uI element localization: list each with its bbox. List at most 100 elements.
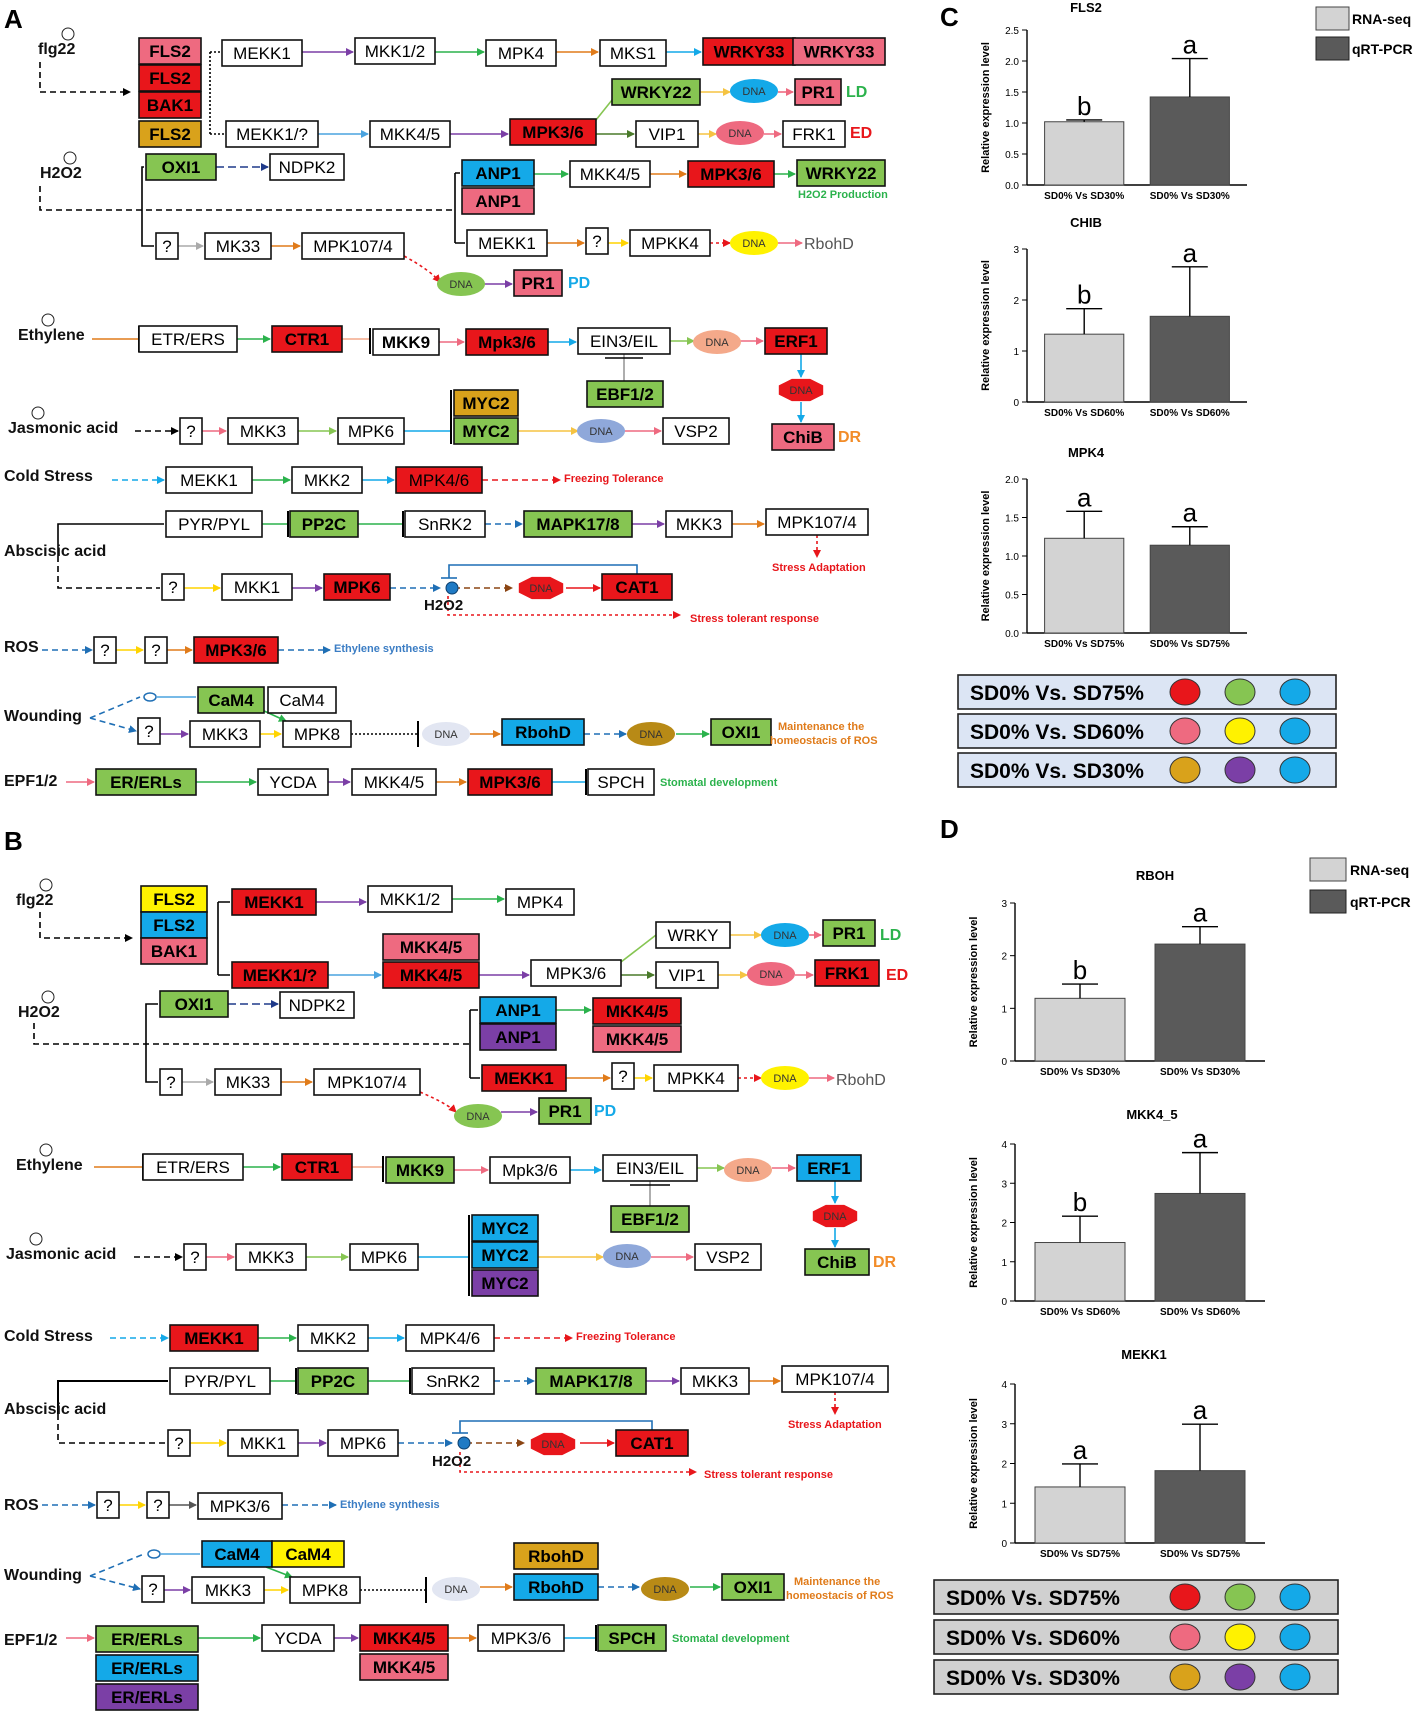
gene-name: CAT1: [630, 1434, 673, 1453]
gene-name: OXI1: [175, 995, 214, 1014]
gene-box-b_oxi1b: OXI1: [721, 1573, 785, 1601]
gene-box-b_mkk45a: MKK4/5: [592, 997, 682, 1025]
gene-name: CaM4: [279, 691, 324, 710]
dna-label: DNA: [589, 426, 613, 438]
gene-box-a_mkk1: MKK1: [221, 573, 293, 601]
gene-box-bg: [142, 1153, 244, 1181]
annotation-label: Maintenance the: [794, 1576, 880, 1588]
gene-name: MPK107/4: [795, 1370, 874, 1389]
annotation-label: Maintenance the: [778, 721, 864, 733]
gene-box-b_ebf12: EBF1/2: [610, 1205, 690, 1233]
y-tick-label: 1.5: [1005, 514, 1019, 525]
gene-name: ETR/ERS: [151, 330, 225, 349]
gene-box-a_mpk36e: MPK3/6: [467, 768, 553, 796]
gene-box-bg: [453, 417, 519, 445]
gene-box-bg: [351, 768, 437, 796]
gene-box-b_mekk1: MEKK1: [231, 888, 317, 916]
connectors-a: [39, 48, 821, 795]
dna-marker: DNA: [577, 419, 625, 443]
gene-name: MPK107/4: [313, 237, 392, 256]
gene-box-a_mkk12: MKK1/2: [354, 37, 436, 65]
gene-box-b_bak1: BAK1: [140, 937, 208, 965]
gene-box-bg: [140, 911, 208, 939]
gene-box-bg: [261, 1624, 335, 1652]
bar-rna-seq: [1044, 121, 1125, 186]
stimulus-label: Abscisic acid: [4, 1401, 106, 1418]
gene-box-bg: [165, 510, 263, 538]
gene-name: MKK4/5: [580, 165, 640, 184]
gene-box-a_ycda: YCDA: [257, 768, 329, 796]
stimulus-label: Ethylene: [16, 1157, 83, 1174]
gene-name: PR1: [801, 83, 834, 102]
legend-c: RNA-seq qRT-PCR: [1315, 6, 1413, 61]
gene-box-b_mkk45r: MKK4/5: [382, 961, 480, 989]
annotation-label: RbohD: [804, 236, 854, 253]
receptor-circle-icon: [61, 27, 75, 41]
stimulus-label: EPF1/2: [4, 1632, 57, 1649]
gene-box-bg: [169, 1324, 259, 1352]
gene-name: EIN3/EIL: [590, 332, 658, 351]
dna-marker: DNA: [603, 1244, 651, 1268]
gene-box-bg: [281, 1153, 353, 1181]
gene-box-bg: [822, 919, 876, 947]
gene-box-bg: [267, 686, 337, 714]
gene-box-bg: [655, 961, 719, 989]
chart-title: CHIB: [1070, 215, 1102, 230]
gene-box-bg: [794, 78, 842, 106]
gene-name: MPK3/6: [491, 1629, 551, 1648]
gene-box-bg: [687, 160, 775, 188]
gene-name: PR1: [832, 924, 865, 943]
gene-name: MKK4/5: [364, 773, 424, 792]
annotation-label: Stomatal development: [672, 1633, 790, 1645]
gene-name: ?: [144, 722, 153, 741]
annotation-label: ED: [886, 967, 908, 984]
gene-name: MEKK1: [184, 1329, 244, 1348]
gene-box-bg: [327, 1429, 399, 1457]
stimulus-label: H2O2: [18, 1004, 60, 1021]
gene-box-bg: [225, 120, 319, 148]
gene-name: EIN3/EIL: [616, 1159, 684, 1178]
stimulus-label: Jasmonic acid: [6, 1246, 116, 1263]
gene-box-bg: [354, 37, 436, 65]
gene-name: MPK4: [517, 893, 563, 912]
gene-name: MEKK1: [233, 44, 291, 63]
gene-box-bg: [183, 1243, 207, 1271]
gene-box-bg: [530, 959, 622, 987]
gene-box-b_mkk12: MKK1/2: [367, 885, 453, 913]
gene-box-a_myc2b: MYC2: [453, 417, 519, 445]
annotation-label: Stress tolerant response: [690, 613, 819, 625]
gene-box-bg: [655, 921, 731, 949]
dna-marker: DNA: [518, 576, 564, 600]
y-tick-label: 3: [1013, 245, 1019, 256]
gene-box-a_ein3: EIN3/EIL: [577, 327, 671, 355]
annotation-label: ED: [850, 125, 872, 142]
dna-shape: [603, 1244, 651, 1268]
gene-box-b_q5: ?: [96, 1491, 120, 1519]
gene-name: RbohD: [528, 1547, 584, 1566]
gene-box-a_mpk6: MPK6: [337, 417, 405, 445]
gene-name: MKK2: [304, 471, 350, 490]
gene-name: VSP2: [674, 422, 717, 441]
gene-box-bg: [372, 328, 440, 356]
comparison-label: SD0% Vs. SD75%: [970, 682, 1144, 705]
gene-box-b_ctr1: CTR1: [281, 1153, 353, 1181]
gene-box-bg: [349, 1243, 419, 1271]
gene-box-b_cam4a: CaM4: [201, 1540, 273, 1568]
gene-name: SnRK2: [418, 515, 472, 534]
y-axis-label: Relative expression level: [980, 42, 992, 173]
dna-label: DNA: [773, 930, 797, 942]
gene-name: OXI1: [734, 1578, 773, 1597]
gene-box-a_mpk4: MPK4: [485, 39, 557, 67]
dna-shape: [778, 378, 824, 402]
bar-rna-seq: [1044, 333, 1125, 403]
gene-name: CaM4: [285, 1545, 331, 1564]
gene-box-b_wrky: WRKY: [655, 921, 731, 949]
gene-box-bg: [471, 1269, 539, 1297]
gene-name: MPK3/6: [700, 165, 761, 184]
gene-box-bg: [221, 573, 293, 601]
gene-name: PP2C: [311, 1372, 355, 1391]
gene-name: MKK4/5: [400, 966, 462, 985]
gene-name: MEKK1/?: [236, 125, 308, 144]
comparison-row-bg: [957, 713, 1337, 749]
y-tick-label: 4: [1001, 1380, 1007, 1391]
